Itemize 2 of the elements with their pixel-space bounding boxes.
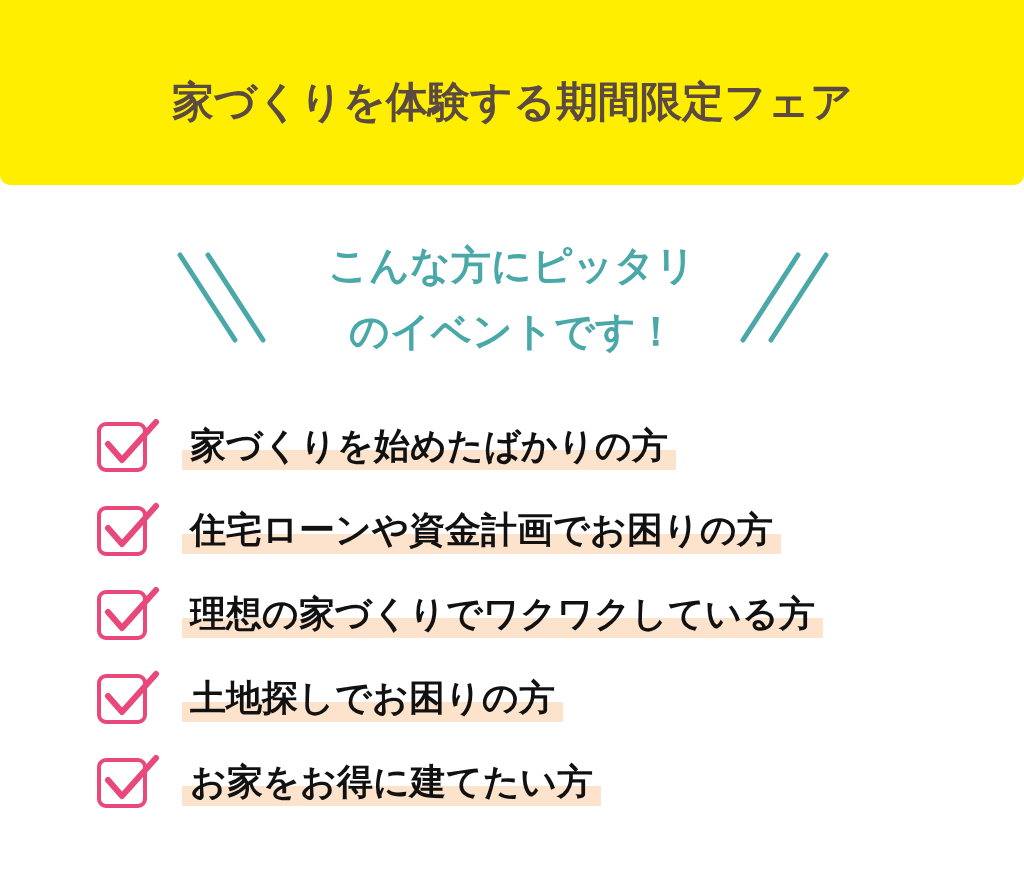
subheading: こんな方にピッタリのイベントです！ xyxy=(327,241,697,356)
title: 家づくりを体験する期間限定フェア xyxy=(170,76,854,128)
